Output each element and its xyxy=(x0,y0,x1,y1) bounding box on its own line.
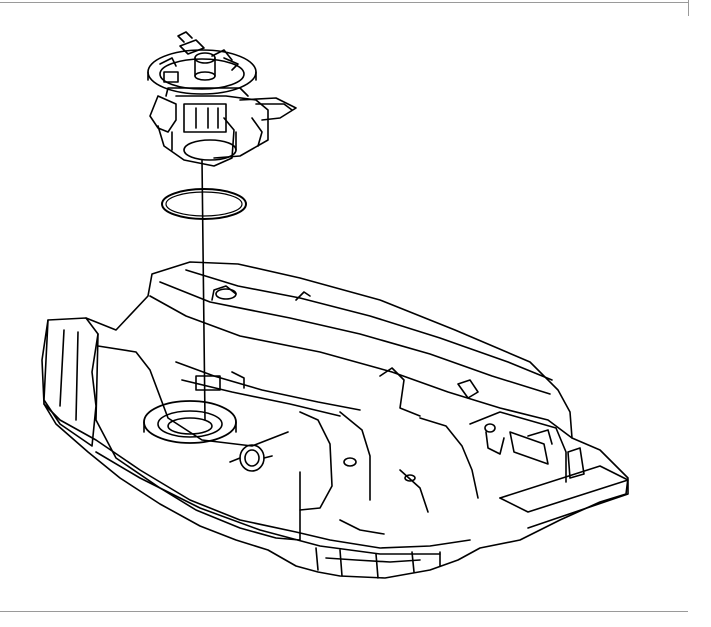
fuel-tank xyxy=(41,261,629,579)
bottom-border-line xyxy=(0,611,688,612)
o-ring-seal xyxy=(161,188,247,220)
corner-tick-line xyxy=(688,0,689,16)
top-border-line xyxy=(0,2,688,3)
alignment-line xyxy=(201,159,206,421)
fuel-pump-module xyxy=(147,31,297,167)
